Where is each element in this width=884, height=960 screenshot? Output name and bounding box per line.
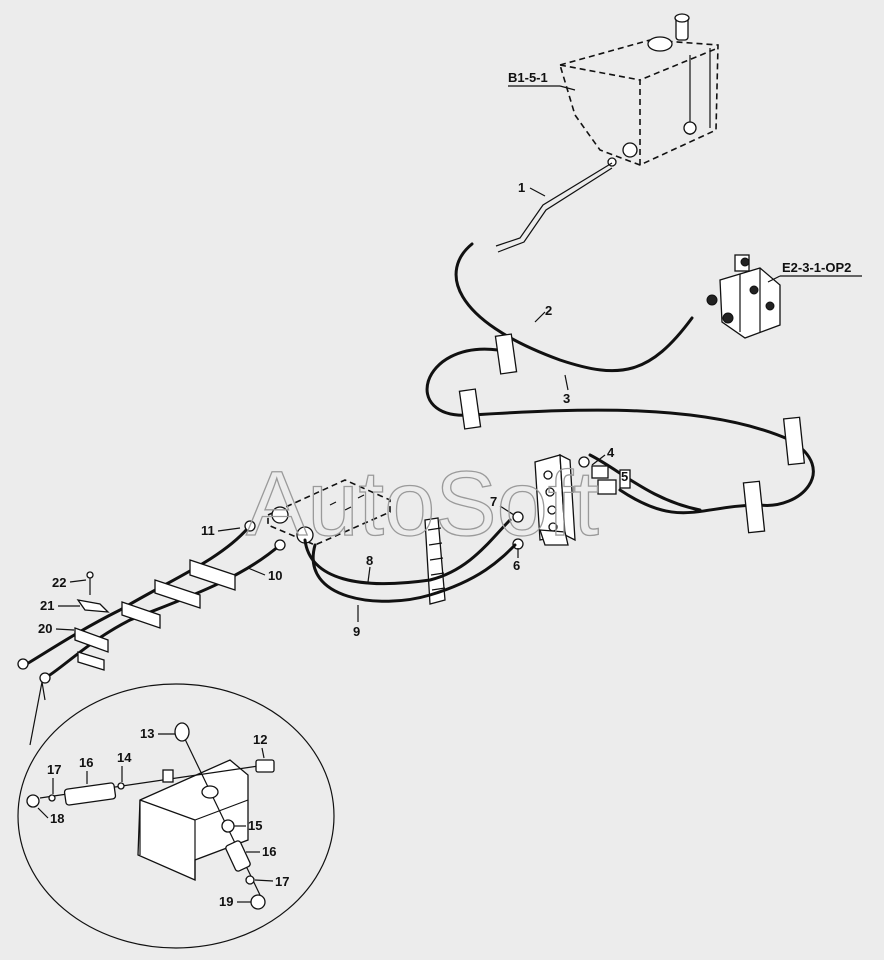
detail-callout-13: 13 — [140, 726, 154, 741]
hose-11 — [23, 526, 250, 667]
callout-8: 8 — [366, 553, 373, 568]
hose-3 — [425, 347, 815, 515]
hose-8 — [303, 518, 512, 586]
hose-10-clamps — [17, 520, 286, 684]
callout-20: 20 — [38, 621, 52, 636]
callout-2: 2 — [545, 303, 552, 318]
steel-pipe — [495, 162, 613, 247]
callout-22: 22 — [52, 575, 66, 590]
callout-10: 10 — [268, 568, 282, 583]
hose-clamps — [458, 333, 806, 534]
control-valve — [706, 254, 781, 339]
callout-21: 21 — [40, 598, 54, 613]
callouts: 1 2 3 4 5 6 7 8 9 10 11 22 21 20 — [38, 180, 628, 639]
callout-3: 3 — [563, 391, 570, 406]
callout-1: 1 — [518, 180, 525, 195]
hydraulic-tank — [558, 13, 719, 167]
detail-callout-18: 18 — [50, 811, 64, 826]
callout-5: 5 — [621, 469, 628, 484]
detail-callouts: 13 12 17 16 14 18 15 16 17 19 — [37, 726, 289, 909]
reference-labels: B1-5-1 E2-3-1-OP2 — [508, 70, 862, 283]
detail-callout-14: 14 — [117, 750, 132, 765]
callout-9: 9 — [353, 624, 360, 639]
detail-callout-16b: 16 — [262, 844, 276, 859]
callout-4: 4 — [607, 445, 615, 460]
hose-9 — [311, 543, 517, 603]
detail-callout-16a: 16 — [79, 755, 93, 770]
watermark: AutoSoft — [246, 453, 599, 555]
clamp-parts-20-22 — [76, 571, 110, 613]
detail-callout-17b: 17 — [275, 874, 289, 889]
callout-7: 7 — [490, 494, 497, 509]
detail-callout-19: 19 — [219, 894, 233, 909]
callout-6: 6 — [513, 558, 520, 573]
callout-11: 11 — [201, 523, 215, 538]
detail-callout-17a: 17 — [47, 762, 61, 777]
tank-reference: B1-5-1 — [508, 70, 548, 85]
detail-view — [17, 681, 335, 949]
manifold-block — [512, 453, 631, 550]
hose-3b — [588, 453, 702, 512]
steel-pipe-edge — [497, 167, 613, 253]
hose-2 — [454, 242, 694, 373]
mounting-plate — [267, 479, 391, 546]
detail-callout-15: 15 — [248, 818, 262, 833]
valve-reference: E2-3-1-OP2 — [782, 260, 851, 275]
detail-callout-12: 12 — [253, 732, 267, 747]
clamp-block — [424, 517, 446, 605]
